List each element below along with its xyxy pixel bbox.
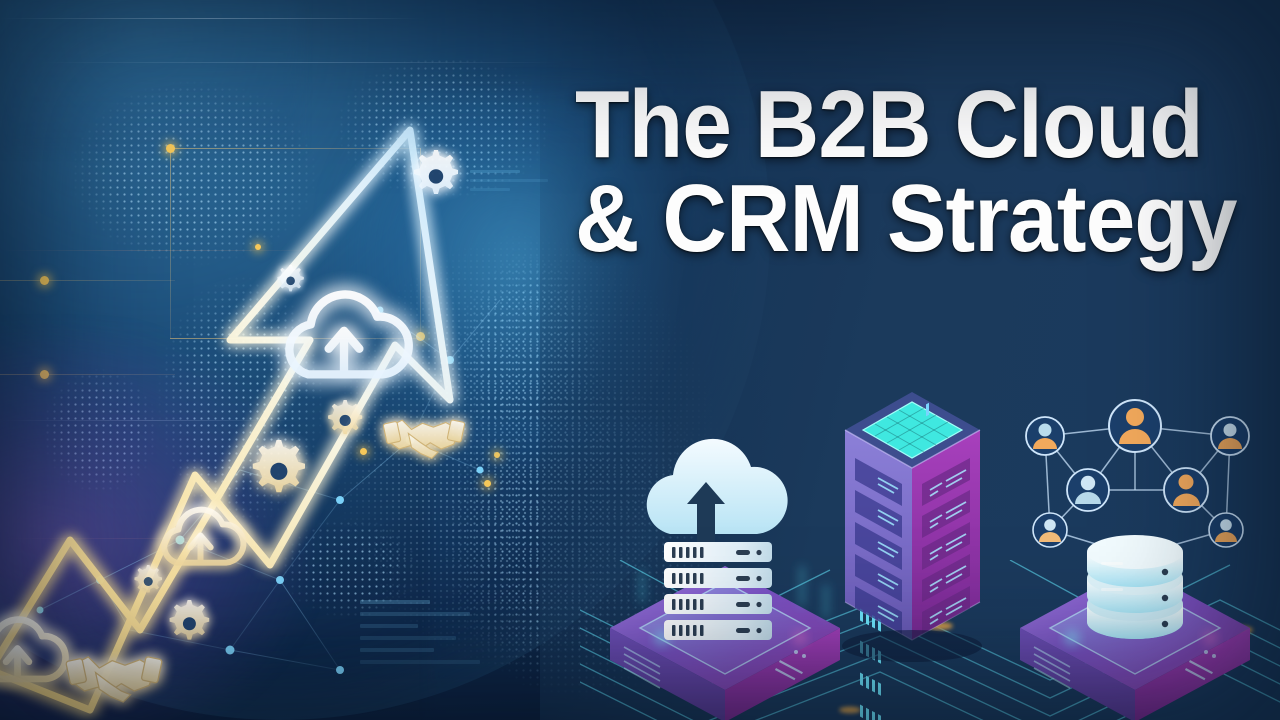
network-node (40, 370, 49, 379)
avatar (1025, 416, 1065, 456)
network-node (255, 244, 261, 250)
cloud-upload-server-platform (610, 438, 840, 720)
avatar (1032, 512, 1068, 548)
network-node (484, 480, 491, 487)
cloud-upload-icon (646, 438, 788, 542)
handshake-icon (382, 419, 466, 460)
data-readout-panel (360, 600, 560, 690)
avatar (1210, 416, 1250, 456)
background-blur-panel (0, 0, 300, 150)
gear-icon (252, 440, 305, 493)
database-icon (1087, 535, 1183, 639)
network-node (360, 448, 367, 455)
node-link (0, 374, 175, 375)
scan-line-warm (0, 538, 250, 539)
banner-title-line-2: & CRM Strategy (575, 165, 1238, 273)
network-node (40, 276, 49, 285)
node-link (420, 148, 421, 338)
crm-user-network-platform (1020, 399, 1250, 720)
avatar (1208, 512, 1244, 548)
gear-icon (277, 265, 304, 292)
isometric-cloud-crm-illustration (590, 370, 1280, 720)
gear-icon (134, 565, 162, 593)
gear-icon (169, 600, 210, 640)
handshake-icon (65, 656, 163, 703)
node-link (170, 148, 420, 149)
scan-line (40, 62, 560, 63)
cloud-upload-icon (0, 616, 69, 683)
network-node (416, 332, 425, 341)
banner-title: The B2B Cloud & CRM Strategy (575, 71, 1238, 273)
scan-line (0, 420, 300, 421)
scan-line-warm (0, 250, 330, 251)
avatar (1108, 399, 1162, 453)
banner-title-line-1: The B2B Cloud (575, 71, 1204, 178)
server-rack-tower (842, 392, 982, 720)
network-node (494, 452, 500, 458)
growth-arrow-infographic (0, 110, 540, 720)
server-unit-stack (664, 542, 772, 640)
avatar (1163, 467, 1209, 513)
node-link (170, 148, 171, 338)
cloud-upload-icon (285, 290, 413, 379)
node-link (0, 280, 175, 281)
gear-icon (328, 400, 363, 435)
scan-line (0, 18, 420, 19)
network-node (166, 144, 175, 153)
gear-icon (414, 150, 458, 194)
avatar (1066, 468, 1110, 512)
data-readout-panel-2 (470, 170, 560, 230)
cloud-upload-icon (161, 506, 247, 566)
